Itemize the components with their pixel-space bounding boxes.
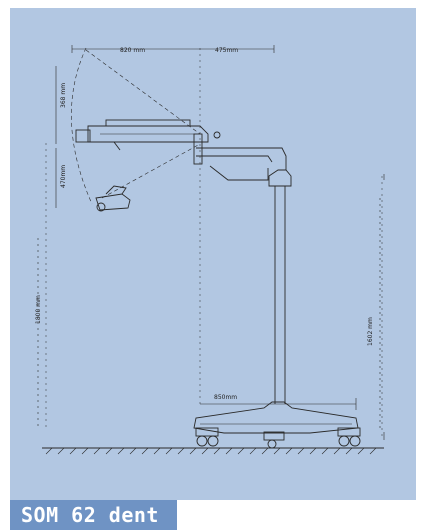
dimension-lines xyxy=(37,45,385,440)
caster-left-wheel xyxy=(196,435,208,447)
label-head-height: 368 mm xyxy=(60,83,67,108)
caster-right-wheel xyxy=(338,435,350,447)
floor-structure xyxy=(42,447,384,455)
swing-line-top xyxy=(85,49,201,135)
microscope-head xyxy=(75,119,209,212)
label-arm-reach: 820 mm xyxy=(120,47,145,54)
label-offset: 475mm xyxy=(215,47,238,54)
drawing-panel: 820 mm 475mm 368 mm 470mm 1800 mm 1602 m… xyxy=(10,8,416,500)
caster-center xyxy=(263,431,285,441)
caster-right xyxy=(337,427,361,437)
caster-left xyxy=(195,427,219,437)
head-top xyxy=(105,119,191,127)
column-top xyxy=(268,169,292,187)
joint-knob xyxy=(213,131,221,139)
arm-bracket xyxy=(209,165,269,181)
technical-drawing: 820 mm 475mm 368 mm 470mm 1800 mm 1602 m… xyxy=(35,45,385,455)
swing-line-bottom xyxy=(101,143,201,199)
joint xyxy=(193,133,203,165)
label-head-drop: 470mm xyxy=(60,165,67,188)
floor-hatch xyxy=(45,447,377,455)
label-floor-to-column: 1602 mm xyxy=(367,317,374,346)
caster-right-wheel-2 xyxy=(349,435,361,447)
label-base-radius: 850mm xyxy=(214,394,237,401)
eyepiece xyxy=(75,129,91,143)
caster-left-wheel-2 xyxy=(207,435,219,447)
stand xyxy=(193,131,361,449)
swing-envelope xyxy=(71,47,201,205)
product-caption: SOM 62 dent xyxy=(10,500,177,530)
support-arm xyxy=(196,147,287,170)
head-lowered xyxy=(95,193,131,211)
center-lines xyxy=(45,48,383,438)
head-lowered-knob xyxy=(96,202,106,212)
caster-center-wheel xyxy=(267,439,277,449)
head-lowered-top xyxy=(105,185,127,195)
product-name: SOM 62 dent xyxy=(21,503,159,527)
head-handle xyxy=(113,141,121,151)
swing-arc xyxy=(71,47,93,205)
stand-base xyxy=(193,401,359,434)
label-floor-to-joint: 1800 mm xyxy=(35,295,42,324)
